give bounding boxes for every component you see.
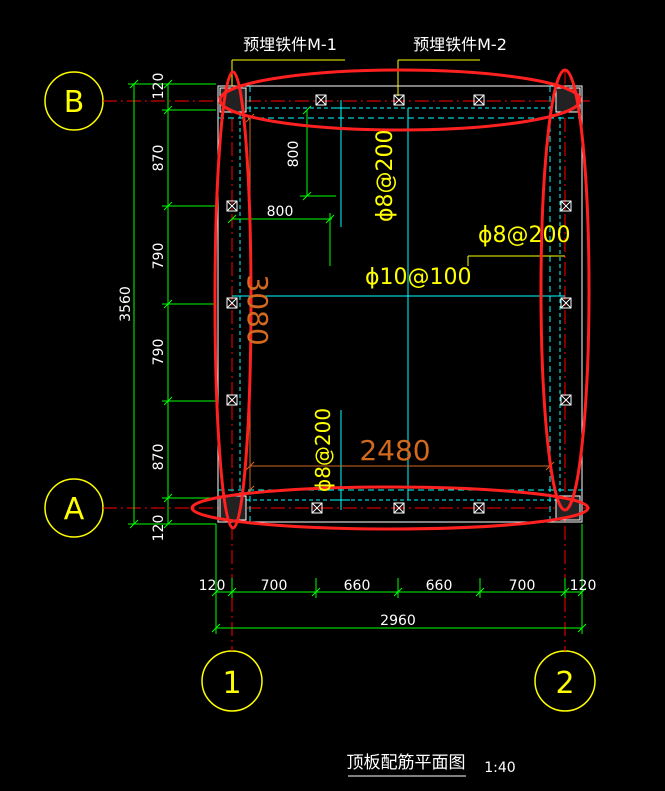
dim-label-800-horizontal: 800 [267, 204, 294, 220]
drawing-scale: 1:40 [484, 760, 515, 776]
svg-text:B: B [64, 85, 85, 120]
dim-label-2480: 2480 [359, 434, 430, 467]
rebar-label-phi10: ϕ10@100 [365, 265, 472, 290]
dim-label-800-vertical: 800 [286, 141, 302, 168]
rebar-label-phi8-vertical-top: ϕ8@200 [373, 129, 398, 222]
svg-text:120: 120 [570, 578, 597, 594]
dim-label-3080: 3080 [241, 274, 274, 345]
svg-text:3560: 3560 [118, 286, 134, 322]
axis-lines [103, 70, 590, 651]
highlight-ellipses [190, 68, 591, 531]
embed-m2-label: 预埋铁件M-2 [413, 35, 507, 54]
svg-text:120: 120 [151, 515, 167, 542]
left-dimension-text: 3560 120 870 790 790 870 120 [118, 73, 167, 542]
svg-text:2960: 2960 [380, 613, 416, 629]
svg-text:790: 790 [151, 339, 167, 366]
axis-bubble-2: 2 [534, 650, 596, 712]
svg-text:870: 870 [151, 444, 167, 471]
svg-text:700: 700 [509, 578, 536, 594]
svg-text:660: 660 [426, 578, 453, 594]
svg-text:790: 790 [151, 243, 167, 270]
rebar-lines [232, 100, 565, 510]
rebar-label-phi8-right: ϕ8@200 [478, 223, 571, 248]
rebar-label-phi8-vertical-bottom: ϕ8@200 [311, 408, 335, 492]
svg-text:870: 870 [151, 145, 167, 172]
axis-bubble-1: 1 [201, 650, 263, 712]
svg-text:660: 660 [344, 578, 371, 594]
svg-text:A: A [64, 492, 85, 527]
axis-bubble-b: B [44, 71, 104, 131]
svg-text:120: 120 [151, 73, 167, 100]
svg-text:120: 120 [199, 578, 226, 594]
bottom-dimension-text: 120 700 660 660 700 120 2960 [199, 578, 597, 629]
bottom-dimension-chain [211, 524, 587, 634]
svg-text:1: 1 [222, 666, 241, 701]
svg-text:2: 2 [555, 666, 574, 701]
drawing-title: 顶板配筋平面图 [347, 753, 466, 773]
left-dimension-chain [128, 79, 216, 529]
axis-bubble-a: A [44, 478, 104, 538]
svg-text:700: 700 [261, 578, 288, 594]
embed-m1-label: 预埋铁件M-1 [243, 35, 337, 54]
embed-plates [226, 94, 572, 514]
